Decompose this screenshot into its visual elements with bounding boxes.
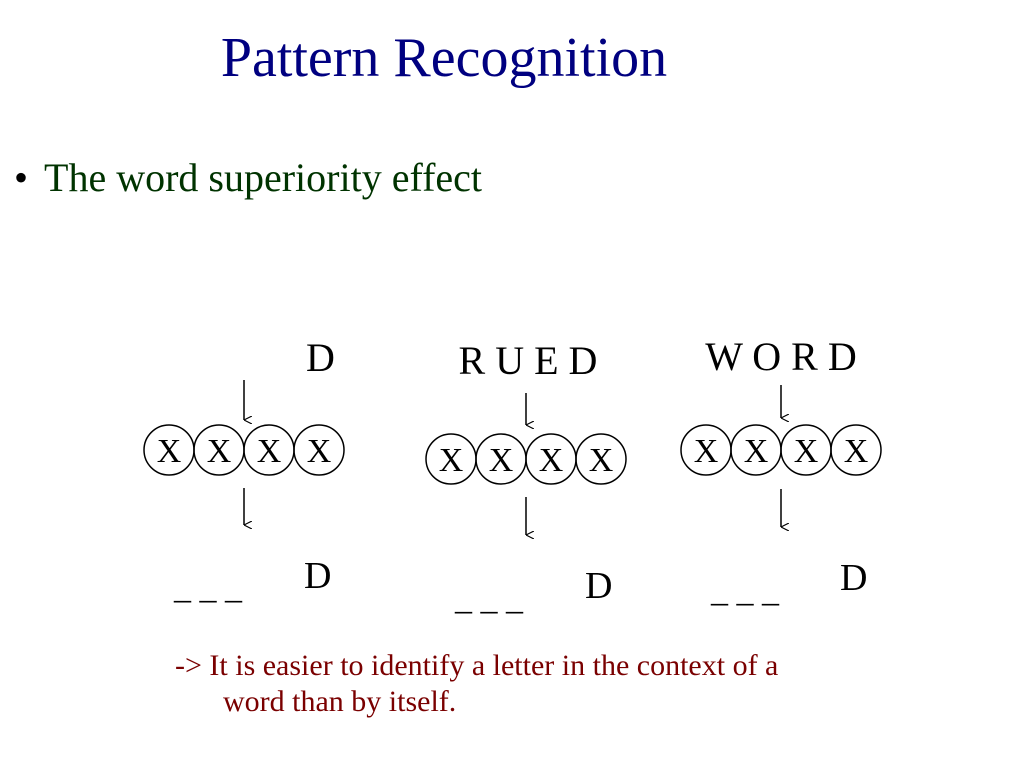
- mask-letter: X: [207, 433, 232, 470]
- conclusion-note: -> It is easier to identify a letter in …: [175, 648, 778, 720]
- mask-circle: [830, 424, 882, 476]
- blank-slots: _ _ _: [454, 580, 524, 617]
- note-line-1: -> It is easier to identify a letter in …: [175, 649, 779, 682]
- note-line-2: word than by itself.: [223, 685, 457, 718]
- bullet-item: • The word superiority effect: [14, 156, 482, 200]
- mask-letter: X: [539, 442, 564, 479]
- mask-circle: [575, 433, 627, 485]
- mask-letter: X: [794, 433, 819, 470]
- slide-title: Pattern Recognition: [220, 27, 668, 89]
- answer-letter: D: [304, 555, 331, 597]
- bullet-dot: •: [14, 155, 29, 200]
- mask-circle: [293, 424, 345, 476]
- mask-letter: X: [307, 433, 332, 470]
- mask-letter: X: [589, 442, 614, 479]
- mask-letter: X: [744, 433, 769, 470]
- blank-slots: _ _ _: [710, 572, 780, 609]
- answer-letter: D: [585, 565, 612, 607]
- stimulus-label: D: [306, 335, 335, 380]
- mask-letter: X: [844, 433, 869, 470]
- mask-letter: X: [157, 433, 182, 470]
- stimulus-label: R U E D: [459, 338, 598, 383]
- mask-letter: X: [694, 433, 719, 470]
- answer-letter: D: [840, 557, 867, 599]
- mask-letter: X: [489, 442, 514, 479]
- mask-letter: X: [257, 433, 282, 470]
- stimulus-label: W O R D: [705, 334, 856, 379]
- blank-slots: _ _ _: [173, 569, 243, 606]
- mask-letter: X: [439, 442, 464, 479]
- bullet-text: The word superiority effect: [44, 155, 483, 200]
